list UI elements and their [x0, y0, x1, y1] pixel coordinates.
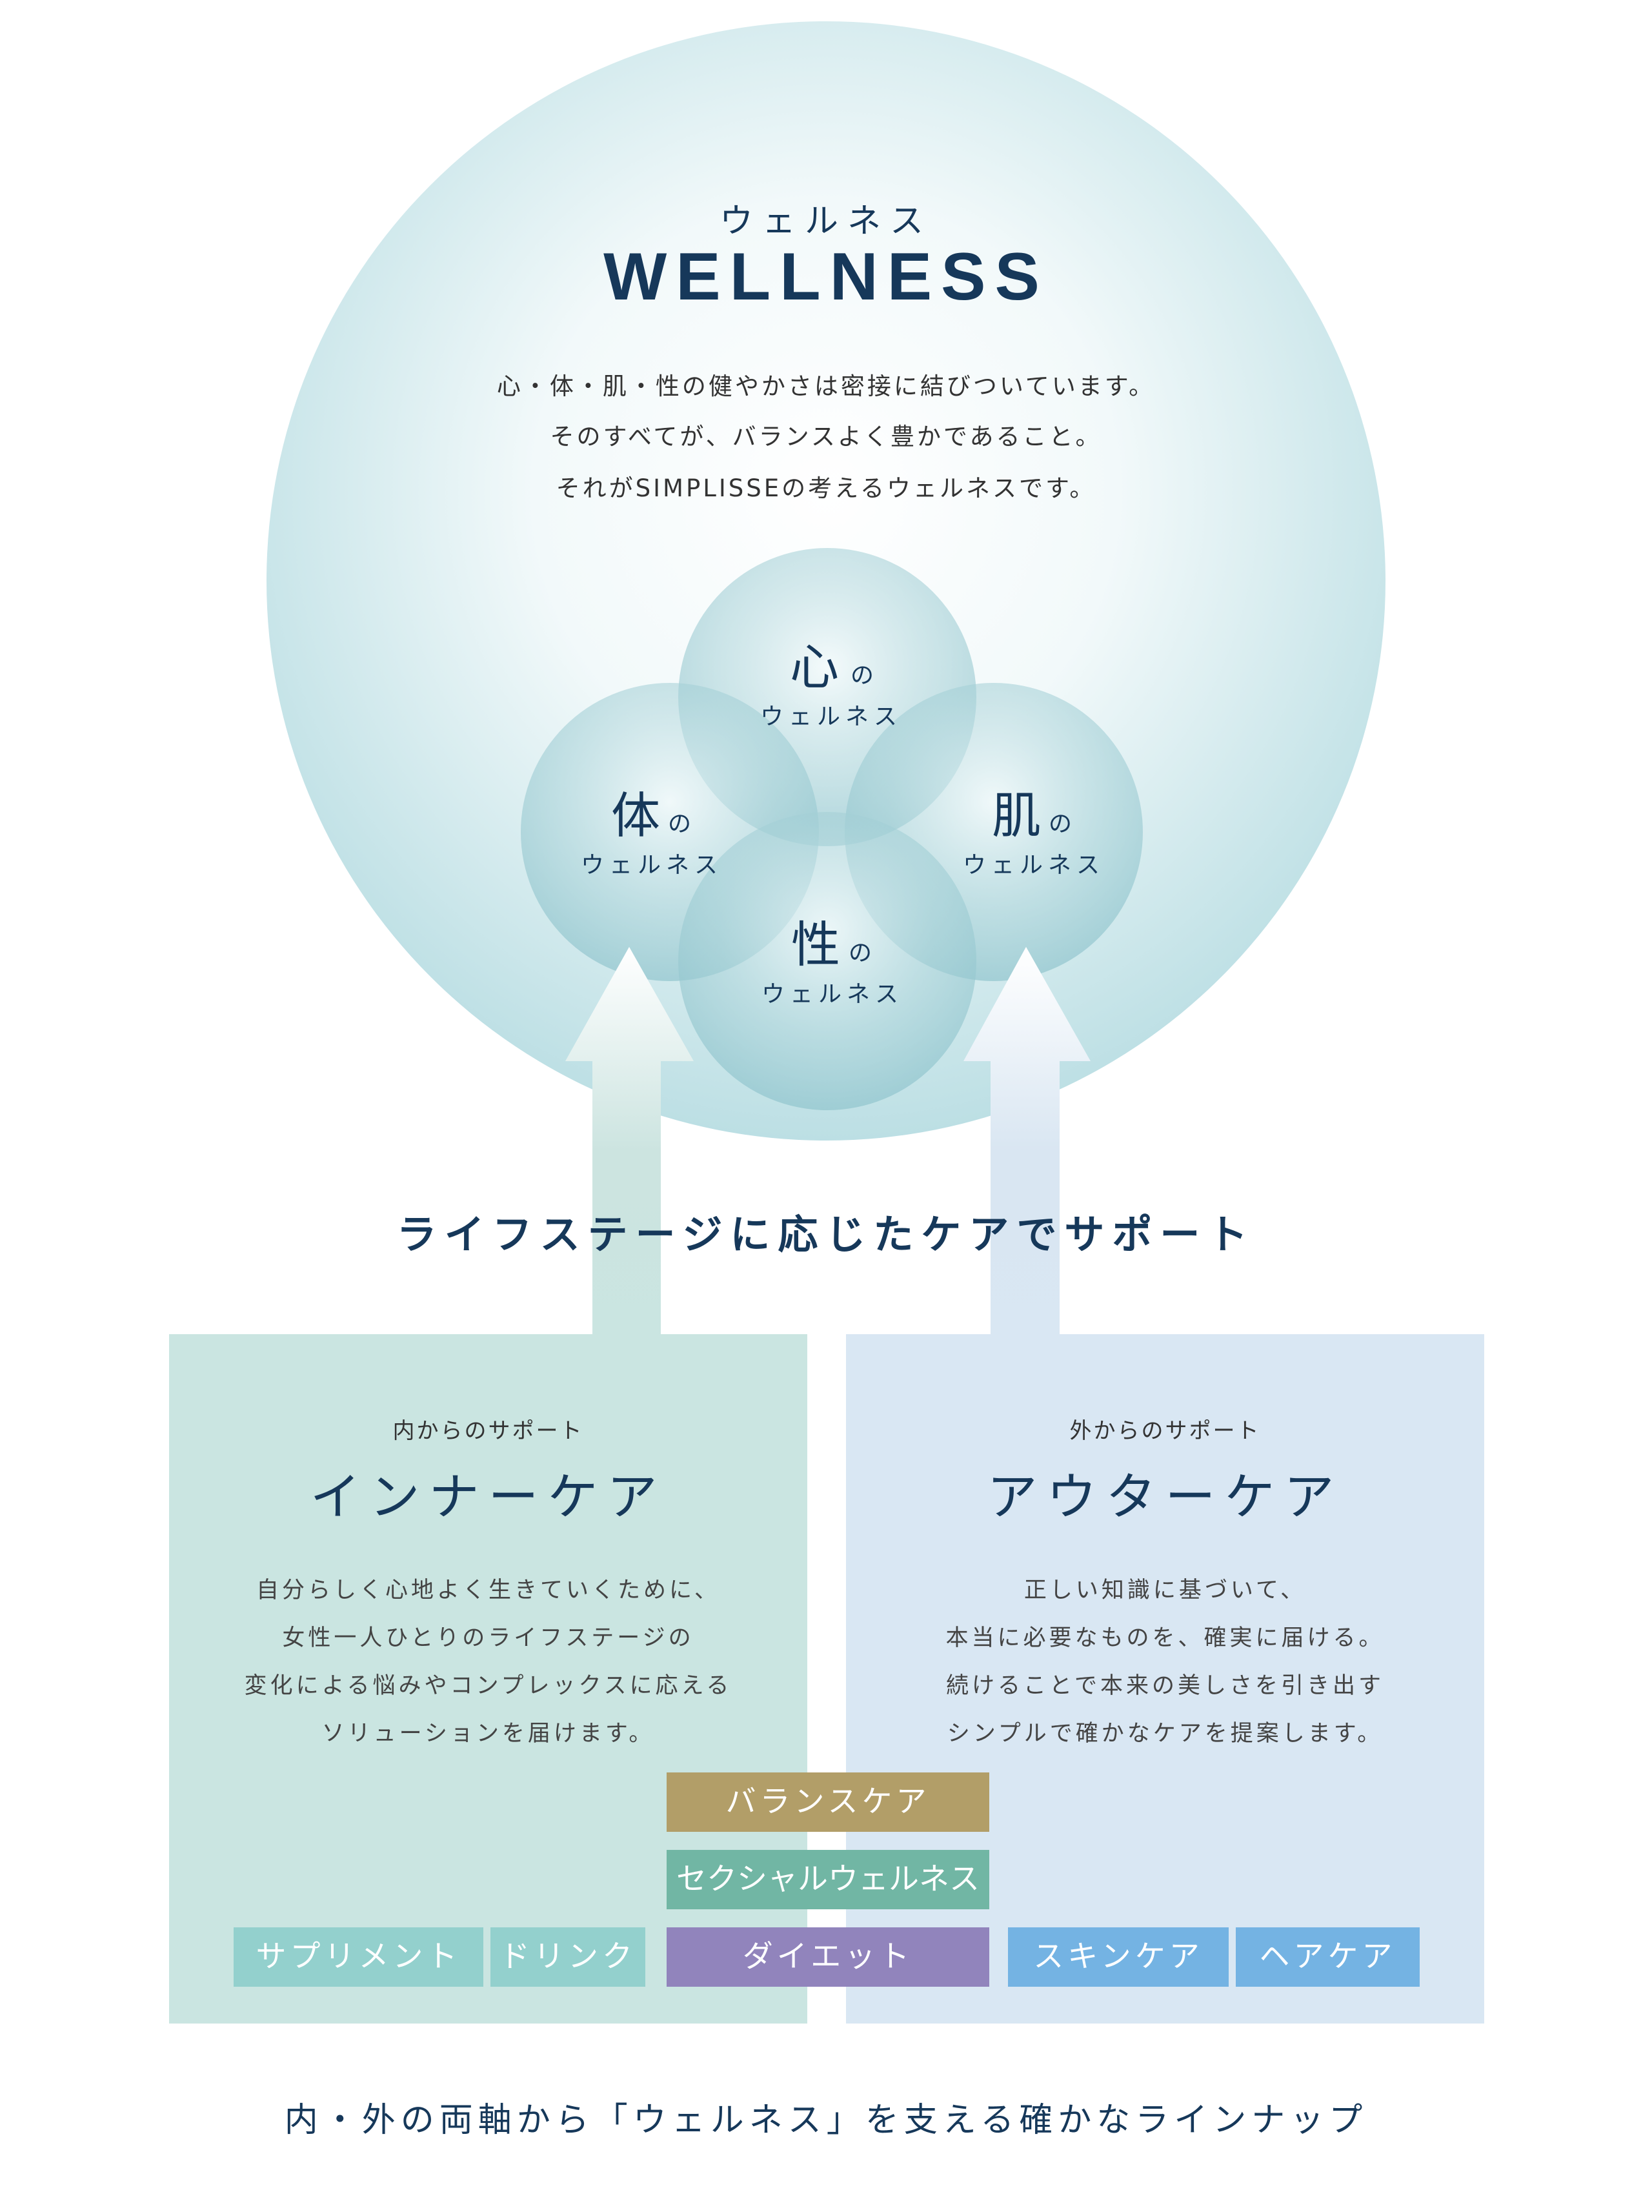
body-kanji: 体	[611, 787, 660, 844]
outer-care-line: 続けることで本来の美しさを引き出す	[946, 1673, 1384, 1699]
body-no: の	[668, 811, 691, 837]
mind-no: の	[851, 662, 874, 689]
body-wellness: ウェルネス	[581, 852, 723, 878]
lineup-caption: 内・外の両軸から「ウェルネス」を支える確かなラインナップ	[284, 2101, 1368, 2140]
skin-no: の	[1049, 811, 1072, 837]
hero-title: WELLNESS	[603, 239, 1049, 314]
sex-kanji: 性	[791, 916, 840, 973]
sex-wellness: ウェルネス	[761, 981, 903, 1008]
outer-care-line: 本当に必要なものを、確実に届ける。	[945, 1625, 1385, 1651]
inner-care-line: 変化による悩みやコンプレックスに応える	[244, 1673, 732, 1699]
inner-care-panel: 内からのサポート インナーケア 自分らしく心地よく生きていくために、 女性一人ひ…	[169, 1334, 807, 2024]
inner-care-line: 女性一人ひとりのライフステージの	[282, 1625, 694, 1651]
outer-care-line: シンプルで確かなケアを提案します。	[947, 1721, 1384, 1747]
sex-no: の	[849, 940, 872, 966]
hero-body-line: そのすべてが、バランスよく豊かであること。	[550, 423, 1102, 451]
tag-diet[interactable]: ダイエット	[667, 1927, 989, 1987]
hero-body-line: 心・体・肌・性の健やかさは密接に結びついています。	[496, 372, 1156, 400]
tag-sexual-wellness[interactable]: セクシャルウェルネス	[667, 1850, 989, 1909]
skin-kanji: 肌	[992, 787, 1041, 844]
inner-care-line: ソリューションを届けます。	[321, 1721, 655, 1747]
hero-body-line: それがSIMPLISSEの考えるウェルネスです。	[556, 474, 1096, 502]
skin-wellness: ウェルネス	[963, 852, 1105, 878]
outer-care-panel: 外からのサポート アウターケア 正しい知識に基づいて、 本当に必要なものを、確実…	[846, 1334, 1484, 2024]
mind-wellness: ウェルネス	[760, 704, 902, 730]
outer-care-line: 正しい知識に基づいて、	[1023, 1578, 1307, 1603]
circle-sex	[678, 812, 976, 1110]
tag-balance-care[interactable]: バランスケア	[667, 1772, 989, 1832]
tag-skincare[interactable]: スキンケア	[1008, 1927, 1229, 1987]
outer-care-arrow	[963, 947, 1091, 1355]
inner-care-arrow	[565, 947, 694, 1355]
mind-kanji: 心	[790, 638, 839, 696]
hero-subtitle: ウェルネス	[719, 202, 932, 241]
inner-care-kicker: 内からのサポート	[392, 1418, 584, 1444]
tag-supplement[interactable]: サプリメント	[234, 1927, 483, 1987]
tag-drink[interactable]: ドリンク	[490, 1927, 645, 1987]
outer-care-kicker: 外からのサポート	[1069, 1418, 1261, 1444]
lifestage-heading: ライフステージに応じたケアでサポート	[396, 1211, 1256, 1258]
inner-care-line: 自分らしく心地よく生きていくために、	[256, 1578, 720, 1603]
inner-care-title: インナーケア	[310, 1468, 667, 1527]
tag-haircare[interactable]: ヘアケア	[1236, 1927, 1420, 1987]
outer-care-title: アウターケア	[987, 1468, 1344, 1527]
wellness-diagram: 心 の ウェルネス 体 の ウェルネス 肌 の ウェルネス 性 の ウェルネス	[267, 21, 1385, 1355]
